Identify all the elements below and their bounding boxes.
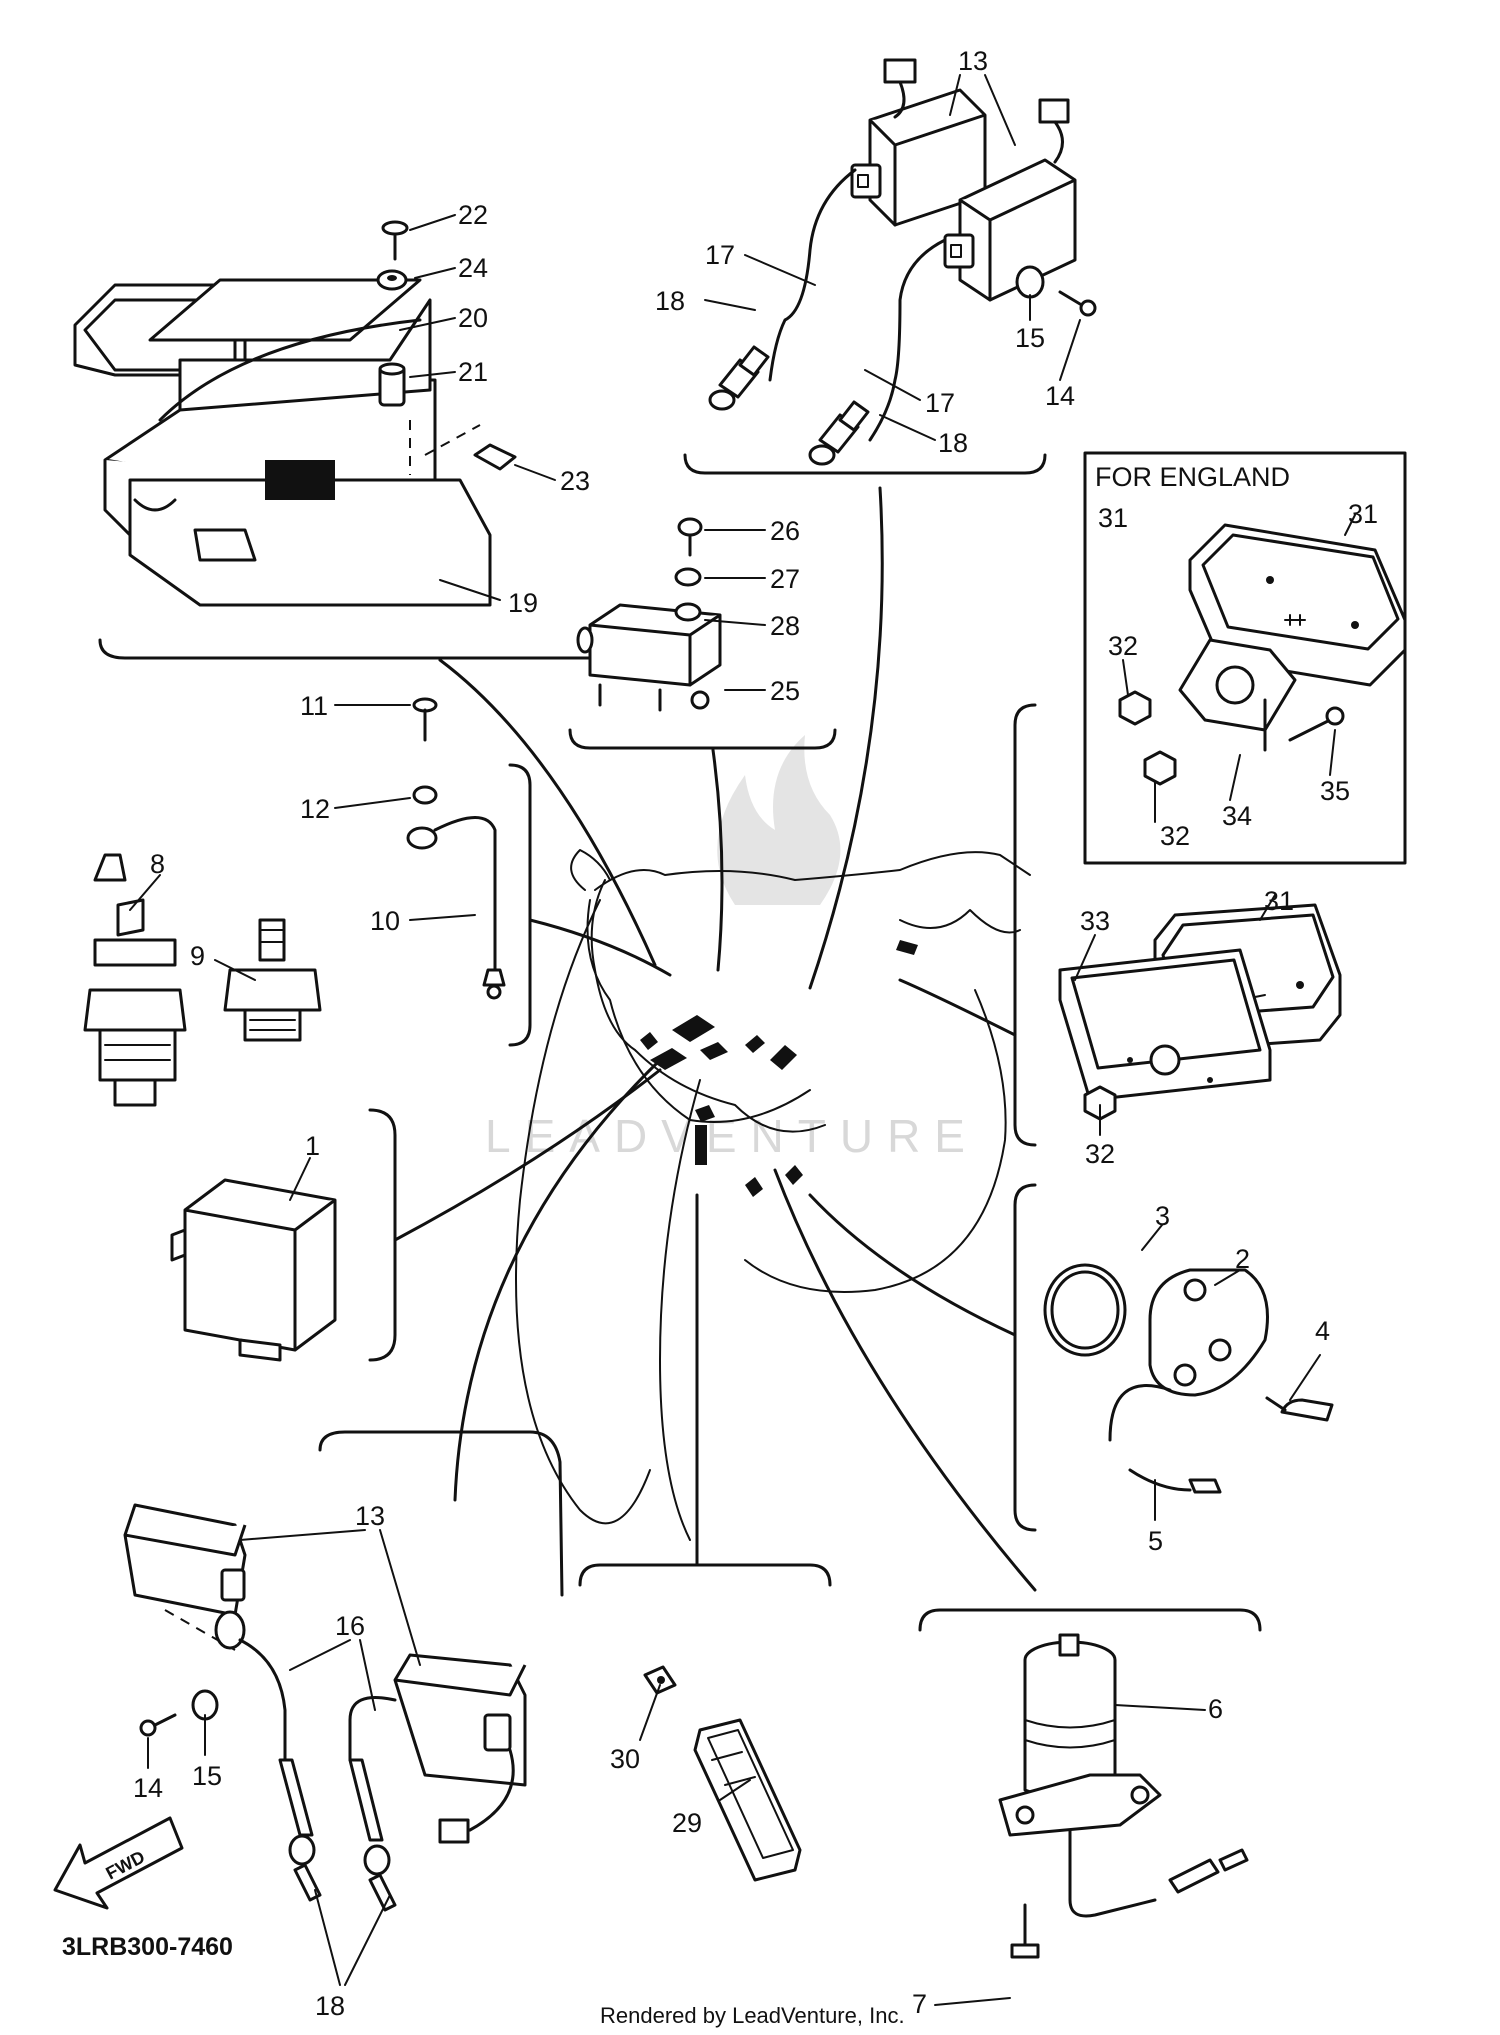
callout-7: 7 — [912, 1989, 927, 2019]
lead-wire-10 — [406, 816, 506, 1000]
washer-24 — [376, 269, 408, 291]
callout-10: 10 — [370, 906, 400, 936]
relay-25 — [576, 603, 722, 712]
callout-18-top-right: 18 — [938, 428, 968, 458]
callout-32-inset-top: 32 — [1108, 631, 1138, 661]
callout-8: 8 — [150, 849, 165, 879]
callout-33: 33 — [1080, 906, 1110, 936]
callout-4: 4 — [1315, 1316, 1330, 1346]
washer-28 — [674, 602, 702, 622]
fwd-arrow-icon: FWD — [53, 1816, 184, 1910]
reflector-29 — [693, 1718, 802, 1882]
callout-21: 21 — [458, 357, 488, 387]
callout-31-inset: 31 — [1098, 503, 1128, 533]
watermark-text: LEADVENTURE — [485, 1110, 979, 1162]
clip-30 — [643, 1665, 677, 1695]
callout-12: 12 — [300, 794, 330, 824]
callout-24: 24 — [458, 253, 488, 283]
callout-25: 25 — [770, 676, 800, 706]
callout-20: 20 — [458, 303, 488, 333]
callout-15-bottom: 15 — [192, 1761, 222, 1791]
callout-13-bottom: 13 — [355, 1501, 385, 1531]
ignition-coil-top-left — [768, 58, 987, 382]
callout-3: 3 — [1155, 1201, 1170, 1231]
callout-1: 1 — [305, 1131, 320, 1161]
callout-numbers: 22 24 20 21 23 19 13 17 18 17 18 15 14 2… — [133, 46, 1378, 2021]
for-england-inset: FOR ENGLAND — [1083, 451, 1407, 865]
callout-18-bottom: 18 — [315, 1991, 345, 2021]
callout-17-top-left: 17 — [705, 240, 735, 270]
callout-leaders — [129, 74, 1356, 2006]
motorcycle-outline — [515, 849, 1031, 1541]
relay-1 — [170, 1178, 337, 1362]
inset-title: FOR ENGLAND — [1095, 462, 1290, 492]
callout-5: 5 — [1148, 1526, 1163, 1556]
bolt-22 — [381, 220, 409, 261]
footer-credit: Rendered by LeadVenture, Inc. — [600, 2003, 905, 2028]
callout-29: 29 — [672, 1808, 702, 1838]
diagram-code: 3LRB300-7460 — [62, 1933, 233, 1961]
callout-32: 32 — [1085, 1139, 1115, 1169]
callout-18-top-left: 18 — [655, 286, 685, 316]
callout-30: 30 — [610, 1744, 640, 1774]
switch-9 — [223, 918, 322, 1042]
callout-13-top: 13 — [958, 46, 988, 76]
callout-6: 6 — [1208, 1694, 1223, 1724]
callout-27: 27 — [770, 564, 800, 594]
callout-14-top: 14 — [1045, 381, 1075, 411]
callout-35: 35 — [1320, 776, 1350, 806]
callout-14-bottom: 14 — [133, 1773, 163, 1803]
plug-cap-18-top — [708, 345, 870, 466]
screw-26 — [677, 517, 703, 557]
ignition-coil-bottom-left — [123, 1503, 322, 1902]
screw-14-bottom — [139, 1713, 177, 1737]
callout-16: 16 — [335, 1611, 365, 1641]
watermark: LEADVENTURE — [485, 735, 979, 1162]
callout-19: 19 — [508, 588, 538, 618]
callout-31-inset-alt: 31 — [1348, 499, 1378, 529]
callout-22: 22 — [458, 200, 488, 230]
switch-8 — [83, 853, 187, 1107]
solenoid-6 — [998, 1633, 1249, 1918]
washer-15-top — [1015, 265, 1045, 299]
sensor-2-5 — [1043, 1263, 1334, 1494]
reflector-31-33 — [1058, 903, 1342, 1121]
callout-9: 9 — [190, 941, 205, 971]
leader-lines — [393, 486, 1037, 1592]
callout-32-inset-bottom: 32 — [1160, 821, 1190, 851]
callout-11: 11 — [300, 691, 328, 721]
group-brackets — [98, 453, 1262, 1632]
washer-27 — [674, 567, 702, 587]
callout-23: 23 — [560, 466, 590, 496]
callout-31: 31 — [1264, 886, 1294, 916]
bolt-7 — [1010, 1903, 1040, 1959]
collar-21 — [378, 362, 406, 407]
ignition-coil-top-right — [868, 98, 1077, 442]
callout-34: 34 — [1222, 801, 1252, 831]
washer-12 — [412, 785, 438, 805]
screw-14-top — [1058, 290, 1097, 317]
callout-17-top-right: 17 — [925, 388, 955, 418]
clip-23 — [424, 424, 517, 471]
callout-2: 2 — [1235, 1244, 1250, 1274]
callout-15-top: 15 — [1015, 323, 1045, 353]
ignition-coil-bottom-right — [348, 1653, 527, 1912]
screw-11 — [412, 697, 438, 742]
callout-26: 26 — [770, 516, 800, 546]
ecu-unit-19 — [73, 278, 492, 607]
callout-28: 28 — [770, 611, 800, 641]
